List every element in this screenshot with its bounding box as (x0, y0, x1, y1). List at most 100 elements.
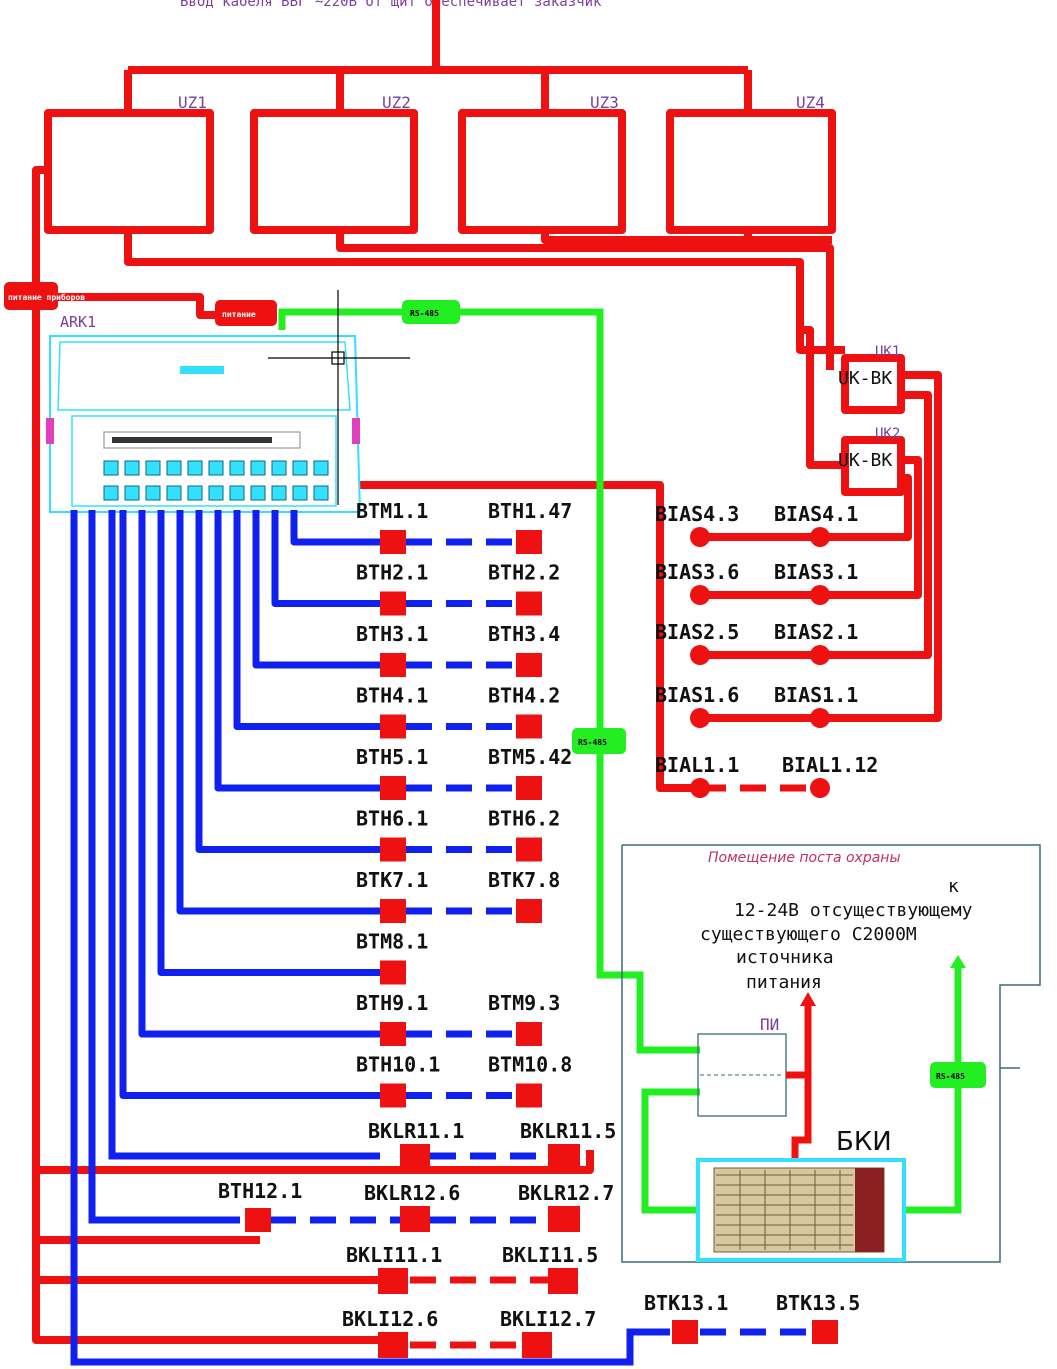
svg-text:питание: питание (222, 310, 256, 319)
loop-end-sensor (516, 1022, 542, 1046)
loop-end-label: BTH1.47 (488, 499, 572, 523)
rs485-tag-top: RS-485 (402, 300, 460, 324)
power-supply-pi (697, 992, 816, 1160)
loop-start-sensor (380, 899, 406, 923)
loop-start-sensor (690, 778, 710, 798)
bkli12-end-label: BKLI12.7 (500, 1307, 596, 1331)
keypad-key (166, 485, 182, 501)
loop-start-label: BIAS4.3 (655, 502, 739, 526)
loop-start-label: BTK7.1 (356, 868, 428, 892)
loop-start-label: BTH3.1 (356, 622, 428, 646)
loop-end-label: BTM10.8 (488, 1053, 572, 1077)
loop-start-label: BTM1.1 (356, 499, 428, 523)
loop-end-label: BTK7.8 (488, 868, 560, 892)
uz1-label: UZ1 (178, 93, 207, 112)
blue-loop-wire (157, 510, 380, 976)
loop-end-label: BIAS2.1 (774, 620, 858, 644)
blue-loop: BTM8.1 (356, 930, 428, 985)
controller-keypad (103, 460, 329, 501)
loop-end-label: BTH6.2 (488, 807, 560, 831)
uk2-text: UK-BK (838, 450, 892, 471)
uk1-name: UK1 (875, 344, 900, 360)
blue-loop: BTK7.1 BTK7.8 (356, 868, 560, 923)
room-line-2: 12-24В отсуществующему (734, 900, 973, 921)
bottom-loops (70, 510, 838, 1366)
blue-loop-wire (214, 510, 380, 792)
blue-loop-wire (195, 510, 380, 853)
loop-start-sensor (690, 708, 710, 728)
room-line-1: к (948, 876, 959, 897)
loop-end-sensor (516, 714, 542, 739)
keypad-key (103, 460, 119, 476)
red-loop: BIAS1.6 BIAS1.1 (655, 683, 858, 728)
keypad-key (313, 460, 329, 476)
loop-end-label: BTH2.2 (488, 561, 560, 585)
keypad-key (271, 460, 287, 476)
loop-start-sensor (380, 1083, 406, 1108)
bklr11-start-label: BKLR11.1 (368, 1119, 464, 1143)
blue-loop-wire (290, 510, 380, 546)
keypad-key (208, 485, 224, 501)
uk1-text: UK-BK (838, 368, 892, 389)
bklr11-end-label: BKLR11.5 (520, 1119, 616, 1143)
controller-label: ARK1 (60, 313, 96, 331)
uz3-label: UZ3 (590, 93, 619, 112)
keypad-key (187, 460, 203, 476)
keypad-key (166, 460, 182, 476)
loop-start-sensor (380, 837, 406, 862)
loop-start-label: BTH10.1 (356, 1053, 440, 1077)
blue-loop: BTM1.1 BTH1.47 (356, 499, 572, 554)
loop-start-label: BTH6.1 (356, 807, 428, 831)
room-line-4: источника (736, 947, 834, 968)
loop-end-label: BTM5.42 (488, 745, 572, 769)
loop-end-label: BIAS3.1 (774, 560, 858, 584)
loop-end-sensor (810, 527, 830, 547)
blue-loop-wire (233, 510, 380, 730)
bkli11-start-label: BKLI11.1 (346, 1243, 442, 1267)
keypad-key (208, 460, 224, 476)
loop-start-label: BIAS2.5 (655, 620, 739, 644)
loop-start-sensor (690, 527, 710, 547)
room-title: Помещение поста охраны (708, 850, 901, 866)
loop-end-sensor (810, 645, 830, 665)
indicator-panel-bki (696, 1158, 906, 1262)
bth12-label: BTH12.1 (218, 1179, 302, 1203)
rs485-tag-right: RS-485 (930, 1062, 986, 1088)
loop-end-sensor (516, 776, 542, 800)
btk13-start-label: BTK13.1 (644, 1291, 728, 1315)
guard-room (621, 844, 1041, 1263)
keypad-key (292, 460, 308, 476)
loop-start-label: BTH4.1 (356, 684, 428, 708)
blue-loop-wire (138, 510, 380, 1038)
loop-start-sensor (380, 960, 406, 985)
loop-start-label: BIAS1.6 (655, 683, 739, 707)
loop-start-sensor (380, 591, 406, 616)
loop-end-sensor (516, 591, 542, 616)
loop-end-sensor (810, 778, 830, 798)
bkli12-start-label: BKLI12.6 (342, 1307, 438, 1331)
blue-loop-wire (252, 510, 380, 669)
room-line-5: питания (746, 972, 822, 993)
bki-label: БКИ (836, 1127, 892, 1157)
loop-end-label: BIAS1.1 (774, 683, 858, 707)
loop-end-sensor (516, 837, 542, 862)
loop-start-label: BTH2.1 (356, 561, 428, 585)
loop-start-label: BTH9.1 (356, 991, 428, 1015)
rs485-tag-mid: RS-485 (572, 728, 626, 754)
loop-start-label: BTM8.1 (356, 930, 428, 954)
rs485-bus (278, 308, 962, 1214)
loop-end-sensor (516, 653, 542, 677)
bklr12-start-label: BKLR12.6 (364, 1181, 460, 1205)
keypad-key (271, 485, 287, 501)
loop-end-sensor (810, 708, 830, 728)
blue-loop: BTH2.1 BTH2.2 (356, 561, 560, 616)
loop-end-label: BTM9.3 (488, 991, 560, 1015)
keypad-key (145, 460, 161, 476)
loop-end-sensor (516, 530, 542, 554)
loop-start-sensor (690, 585, 710, 605)
